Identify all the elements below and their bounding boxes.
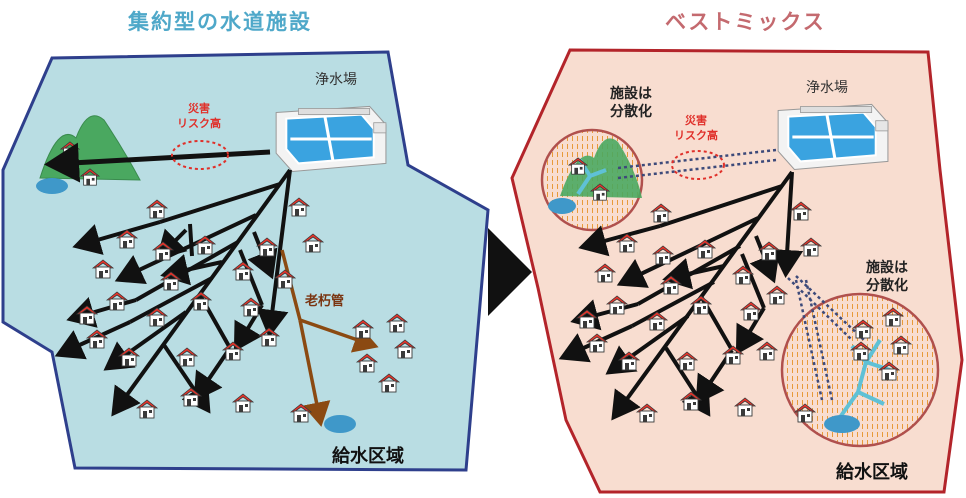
pond-icon [548,198,576,214]
arrow-right-icon [488,228,532,316]
water-plant-icon [776,102,890,172]
risk-label-line1: 災害 [684,113,707,127]
decentral-label-top-line1: 施設は [610,85,652,102]
right-panel: 施設は 分散化 浄水場 災害 リスク高 施設は 分散化 [510,48,964,494]
pond-icon [36,178,68,194]
right-panel-title: ベストミックス [665,10,826,34]
area-label: 給水区域 [836,461,908,483]
risk-label-line2: リスク高 [177,116,221,130]
left-panel: 浄水場 災害 リスク高 [1,50,490,472]
distribution-network [54,168,292,417]
pond-icon [824,415,860,433]
pond-icon [324,415,356,433]
decentralized-zone [780,292,940,448]
decentral-label-top-line2: 分散化 [610,103,652,120]
decommissioned-trunk [617,148,777,180]
left-panel-title: 集約型の水道施設 [128,10,312,34]
water-plant-icon [274,104,388,174]
decentral-label-right-line2: 分散化 [866,277,908,294]
trunk-pipe-to-mountain [44,142,271,183]
old-pipe-label: 老朽管 [304,293,344,309]
plant-label: 浄水場 [806,80,848,96]
decentral-label-right-line1: 施設は [866,259,908,276]
local-pipe [836,338,891,422]
plant-label: 浄水場 [315,72,357,88]
area-label: 給水区域 [332,445,404,467]
risk-label-line2: リスク高 [674,128,718,142]
risk-zone [671,150,725,180]
decommissioned-branch [787,275,865,401]
risk-zone [171,140,229,170]
distribution-network [558,170,804,421]
risk-label-line1: 災害 [187,101,210,115]
mountain-icon [560,138,642,198]
